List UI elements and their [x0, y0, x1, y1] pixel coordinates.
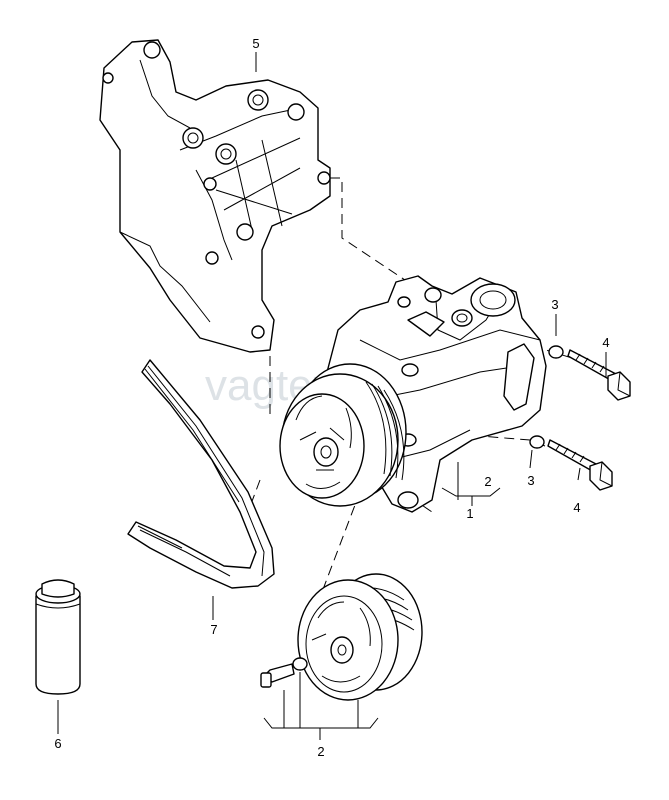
callout-5: 5 [252, 36, 259, 51]
refrigerant-oil-bottle [35, 579, 81, 695]
ribbed-belt [127, 359, 275, 589]
callout-4-top: 4 [602, 335, 609, 350]
leader-lines [57, 52, 607, 740]
callout-1: 1 [466, 506, 473, 521]
callout-6: 6 [54, 736, 61, 751]
bolt-bottom-assembly [529, 435, 613, 491]
callout-4-bottom: 4 [573, 500, 580, 515]
callout-numbers: 5 3 4 2 1 3 4 7 6 2 [54, 36, 609, 759]
callout-7: 7 [210, 622, 217, 637]
pulley-assembly [260, 573, 423, 701]
callout-2-top: 2 [484, 474, 491, 489]
ac-compressor [279, 275, 547, 513]
callout-3-top: 3 [551, 297, 558, 312]
bracket [99, 39, 331, 353]
callout-2-bottom: 2 [317, 744, 324, 759]
callout-3-bottom: 3 [527, 473, 534, 488]
bolt-top-assembly [548, 345, 631, 401]
